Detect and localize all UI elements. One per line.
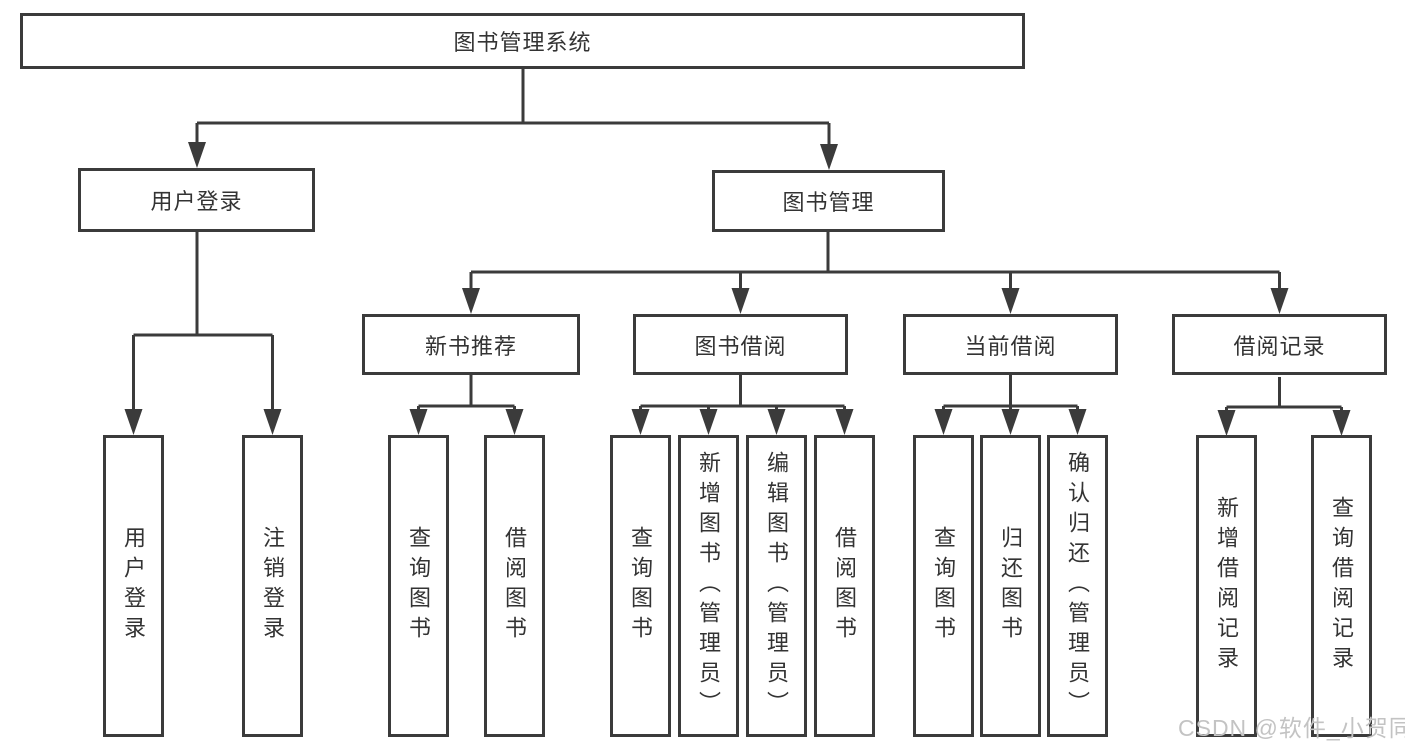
leaf-query-books-borrowing: 查询图书 — [610, 435, 671, 737]
node-book-management: 图书管理 — [712, 170, 945, 232]
node-book-borrowing: 图书借阅 — [633, 314, 848, 375]
leaf-user-login: 用户登录 — [103, 435, 164, 737]
node-borrowing-records: 借阅记录 — [1172, 314, 1387, 375]
leaf-query-books-current: 查询图书 — [913, 435, 974, 737]
leaf-confirm-return-admin: 确认归还（管理员） — [1047, 435, 1108, 737]
leaf-borrow-books-recommend: 借阅图书 — [484, 435, 545, 737]
node-new-book-recommend: 新书推荐 — [362, 314, 580, 375]
leaf-add-book-admin: 新增图书（管理员） — [678, 435, 739, 737]
node-user-login: 用户登录 — [78, 168, 315, 232]
leaf-edit-book-admin: 编辑图书（管理员） — [746, 435, 807, 737]
leaf-query-books-recommend: 查询图书 — [388, 435, 449, 737]
leaf-return-book: 归还图书 — [980, 435, 1041, 737]
leaf-query-borrow-record: 查询借阅记录 — [1311, 435, 1372, 737]
leaf-logout: 注销登录 — [242, 435, 303, 737]
node-root: 图书管理系统 — [20, 13, 1025, 69]
node-current-borrowing: 当前借阅 — [903, 314, 1118, 375]
leaf-add-borrow-record: 新增借阅记录 — [1196, 435, 1257, 737]
leaf-borrow-books-borrowing: 借阅图书 — [814, 435, 875, 737]
